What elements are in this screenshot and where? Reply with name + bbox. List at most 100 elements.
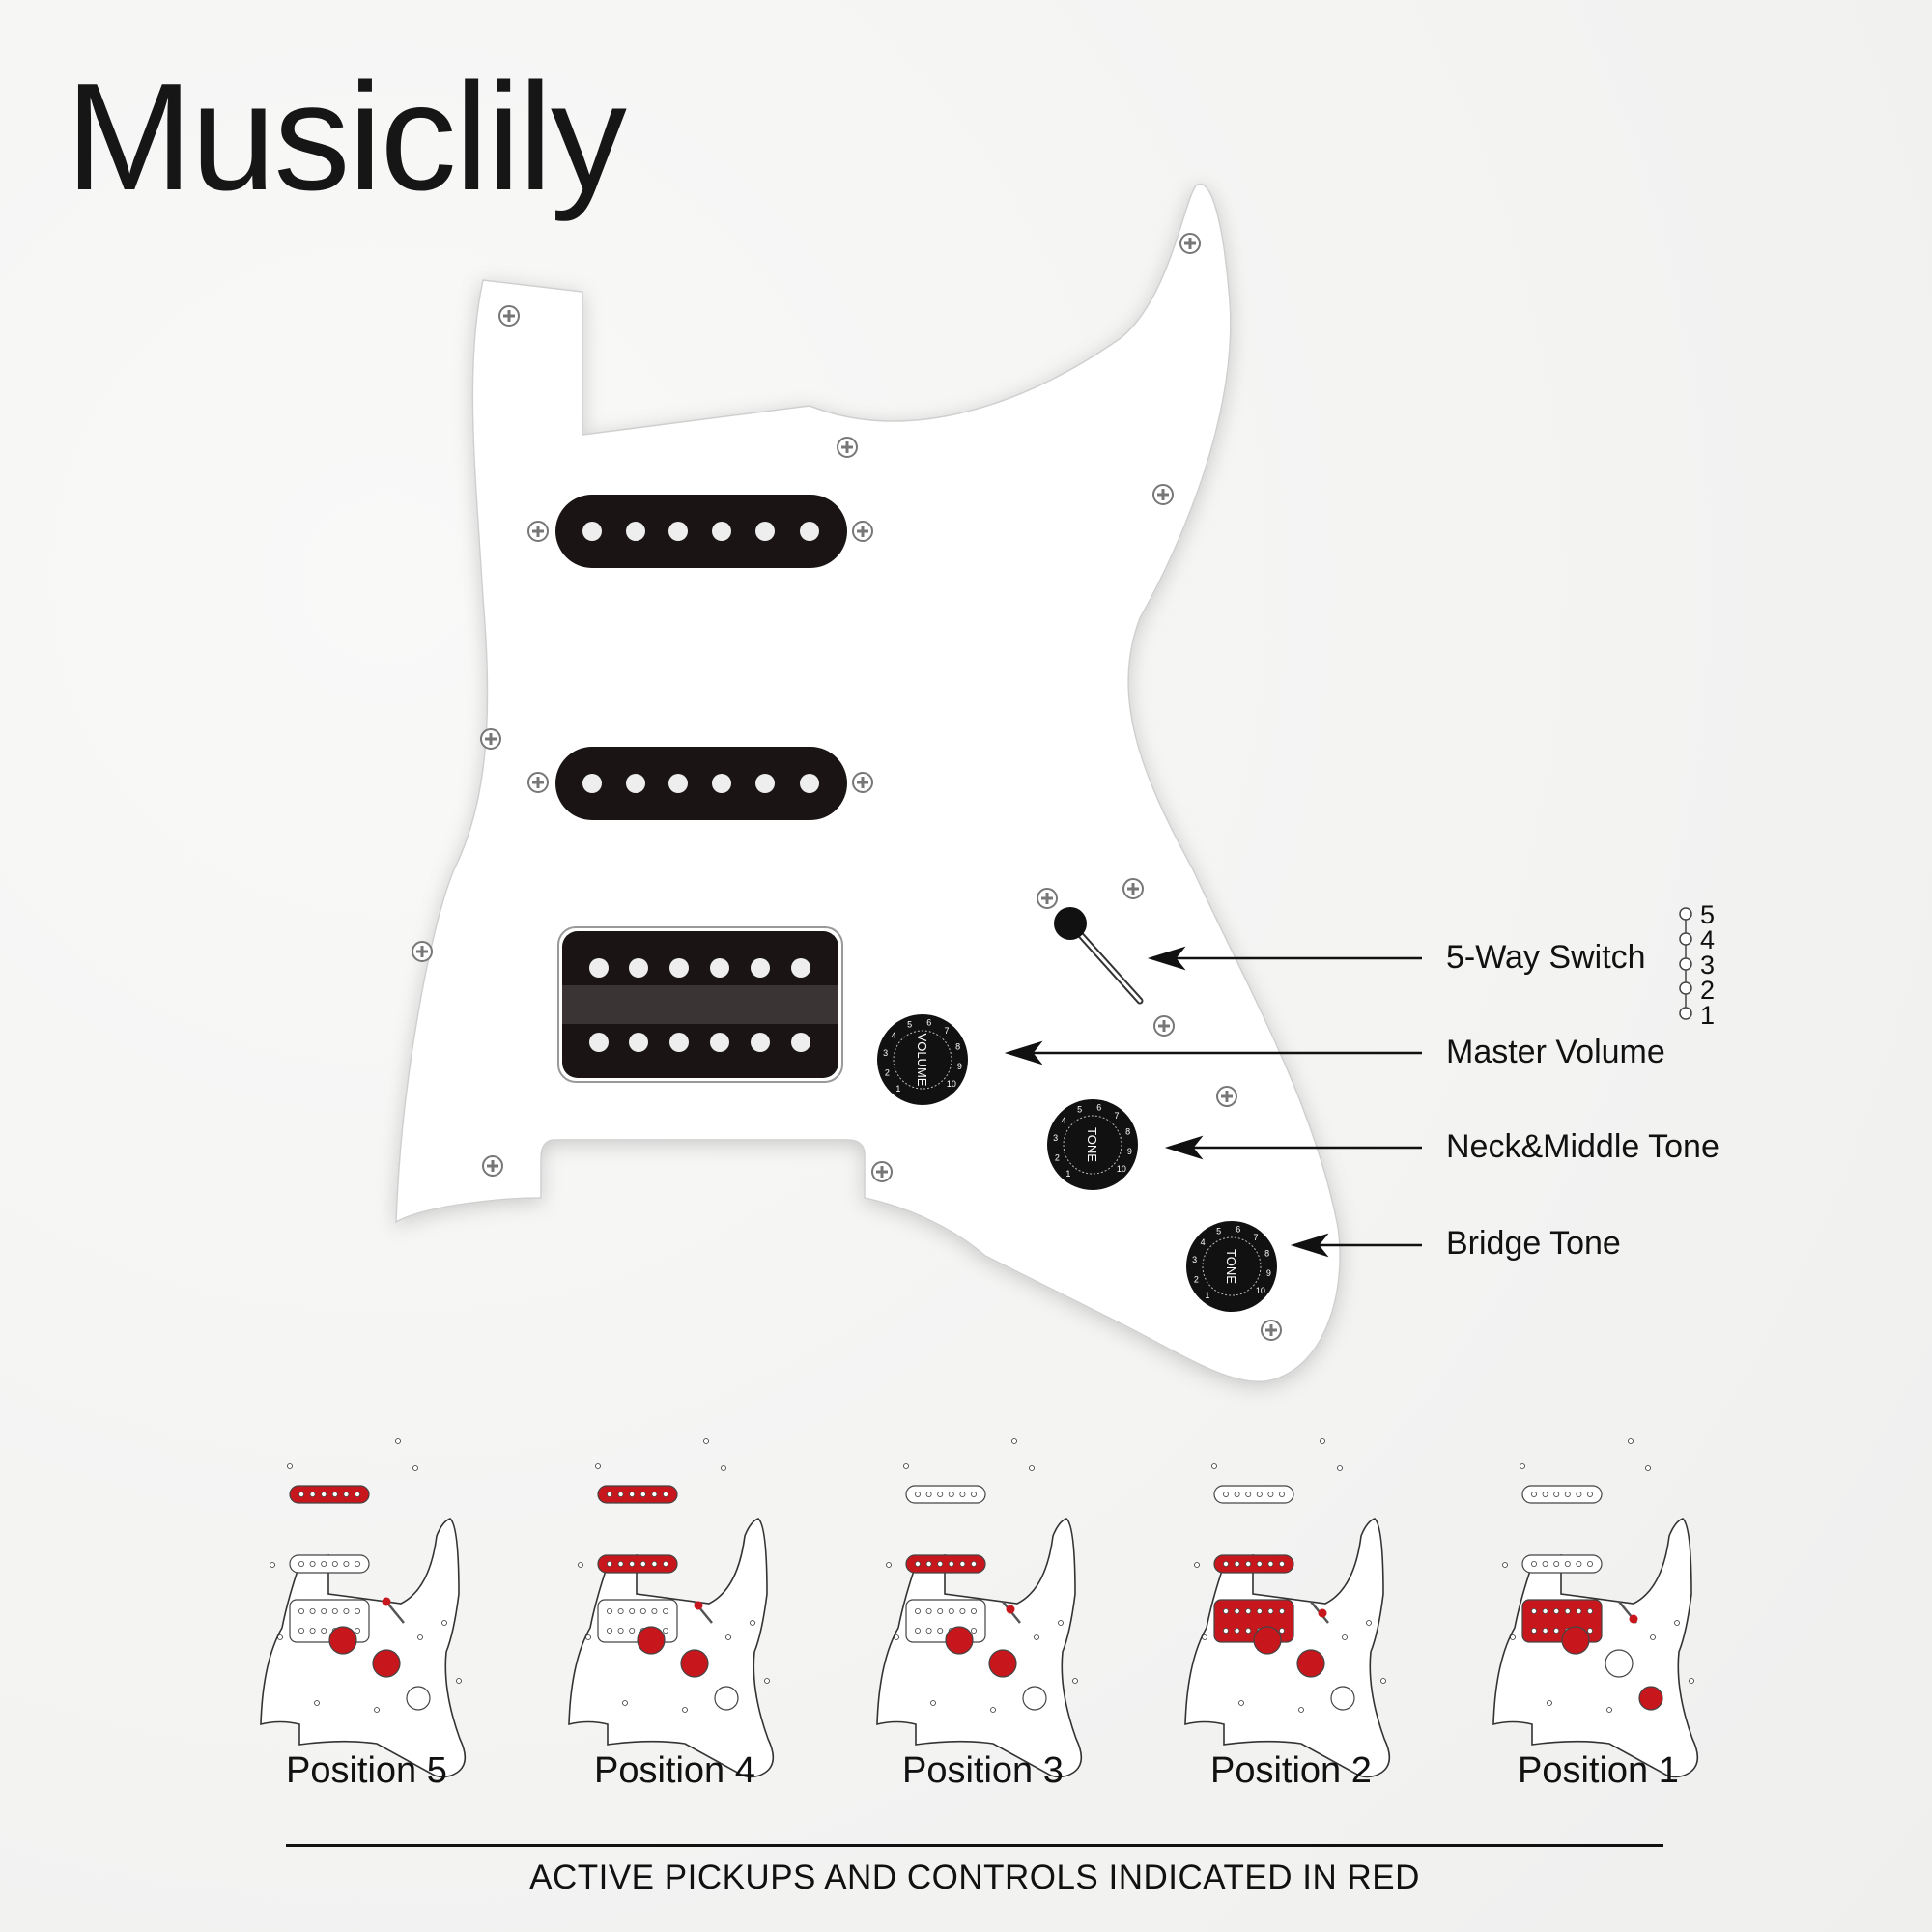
mini-tone2-knob	[406, 1686, 431, 1711]
mini-pole-piece	[629, 1492, 636, 1498]
mini-screw	[1366, 1620, 1372, 1626]
mini-pole-piece	[915, 1560, 922, 1567]
mini-tone2-knob	[714, 1686, 739, 1711]
mini-pole-piece	[1576, 1607, 1582, 1614]
mini-pole-piece	[959, 1492, 966, 1498]
mini-pole-piece	[651, 1607, 658, 1614]
knob-scale-number: 5	[907, 1019, 912, 1029]
neck-pickup	[555, 495, 847, 568]
knob-scale-number: 10	[1117, 1164, 1126, 1174]
knob-scale-number: 9	[1266, 1268, 1271, 1278]
mini-pole-piece	[1553, 1560, 1560, 1567]
mini-pole-piece	[1531, 1607, 1538, 1614]
mini-pole-piece	[617, 1627, 624, 1634]
mini-screw	[894, 1634, 899, 1640]
mini-pole-piece	[1586, 1492, 1593, 1498]
switch-number: 2	[1700, 976, 1716, 1005]
mini-tone2-knob	[1022, 1686, 1047, 1711]
mini-screw	[314, 1700, 320, 1706]
mini-screw	[1650, 1634, 1656, 1640]
mini-pole-piece	[607, 1627, 613, 1634]
mini-pole-piece	[948, 1492, 954, 1498]
mini-screw	[622, 1700, 628, 1706]
knob-scale-number: 2	[1055, 1152, 1060, 1162]
tone-knob-label-2: TONE	[1224, 1249, 1238, 1284]
knob-scale-number: 4	[892, 1031, 896, 1040]
mini-neck-pickup	[1213, 1485, 1294, 1504]
position-diagram	[568, 1438, 775, 1778]
mini-pole-piece	[915, 1607, 922, 1614]
mini-screw	[287, 1463, 293, 1469]
mini-tone1-knob	[988, 1649, 1017, 1678]
mini-screw	[1072, 1678, 1078, 1684]
mini-pole-piece	[607, 1607, 613, 1614]
mini-pole-piece	[662, 1627, 668, 1634]
position-label: Position 2	[1210, 1750, 1372, 1791]
mini-screw	[764, 1678, 770, 1684]
mini-tone2-knob	[1638, 1686, 1663, 1711]
mini-tone2-knob	[1330, 1686, 1355, 1711]
mini-pole-piece	[607, 1560, 613, 1567]
mini-screw	[1547, 1700, 1552, 1706]
mini-neck-pickup	[1521, 1485, 1603, 1504]
mini-pole-piece	[298, 1627, 305, 1634]
mini-pole-piece	[915, 1492, 922, 1498]
mini-screw	[1202, 1634, 1208, 1640]
mini-screw	[1238, 1700, 1244, 1706]
position-diagram	[1492, 1438, 1699, 1778]
mini-pole-piece	[662, 1607, 668, 1614]
mini-pole-piece	[1531, 1627, 1538, 1634]
position-label: Position 3	[902, 1750, 1064, 1791]
mini-screw	[441, 1620, 447, 1626]
mini-bridge-pickup	[597, 1599, 678, 1643]
mini-pole-piece	[354, 1607, 360, 1614]
mini-screw	[903, 1463, 909, 1469]
knob-scale-number: 7	[1115, 1111, 1120, 1121]
mini-screw	[886, 1562, 892, 1568]
bridge-tone-callout-label: Bridge Tone	[1446, 1225, 1621, 1262]
mini-screw	[456, 1678, 462, 1684]
mini-volume-knob	[328, 1626, 357, 1655]
mini-pole-piece	[629, 1607, 636, 1614]
switch-number: 1	[1700, 1001, 1716, 1030]
mini-screw	[1606, 1707, 1612, 1713]
mini-screw	[270, 1562, 275, 1568]
mini-pole-piece	[1234, 1492, 1240, 1498]
mini-screw	[721, 1465, 726, 1471]
mini-pole-piece	[321, 1627, 327, 1634]
mini-pole-piece	[1278, 1627, 1285, 1634]
mini-tone1-knob	[1296, 1649, 1325, 1678]
mini-neck-pickup	[289, 1485, 370, 1504]
mini-pole-piece	[343, 1607, 350, 1614]
position-label: Position 4	[594, 1750, 755, 1791]
tone-knob-label: TONE	[1085, 1127, 1099, 1162]
mini-pole-piece	[1531, 1560, 1538, 1567]
mini-pole-piece	[925, 1627, 932, 1634]
five-way-switch-lever	[1054, 907, 1144, 1005]
mini-switch-tip	[1006, 1605, 1015, 1614]
knob-scale-number: 9	[1127, 1147, 1132, 1156]
switch-number: 5	[1700, 900, 1716, 929]
switch-number: 3	[1700, 951, 1716, 980]
mini-pole-piece	[970, 1492, 977, 1498]
mini-pole-piece	[1542, 1560, 1548, 1567]
mini-pole-piece	[1267, 1607, 1274, 1614]
mini-pole-piece	[970, 1560, 977, 1567]
mini-pole-piece	[1553, 1492, 1560, 1498]
mini-neck-pickup	[905, 1485, 986, 1504]
mini-screw	[412, 1465, 418, 1471]
mini-pole-piece	[321, 1560, 327, 1567]
mini-pole-piece	[651, 1560, 658, 1567]
mini-pole-piece	[1223, 1560, 1230, 1567]
mini-pole-piece	[1586, 1607, 1593, 1614]
mini-pole-piece	[662, 1492, 668, 1498]
mini-pole-piece	[1586, 1627, 1593, 1634]
knob-scale-number: 3	[1053, 1133, 1058, 1143]
mini-volume-knob	[637, 1626, 666, 1655]
mini-pole-piece	[662, 1560, 668, 1567]
mini-pole-piece	[1576, 1492, 1582, 1498]
mini-screw	[1211, 1463, 1217, 1469]
mini-middle-pickup	[905, 1554, 986, 1574]
neck-middle-tone-knob: TONE	[1047, 1099, 1138, 1190]
mini-pole-piece	[1256, 1492, 1263, 1498]
